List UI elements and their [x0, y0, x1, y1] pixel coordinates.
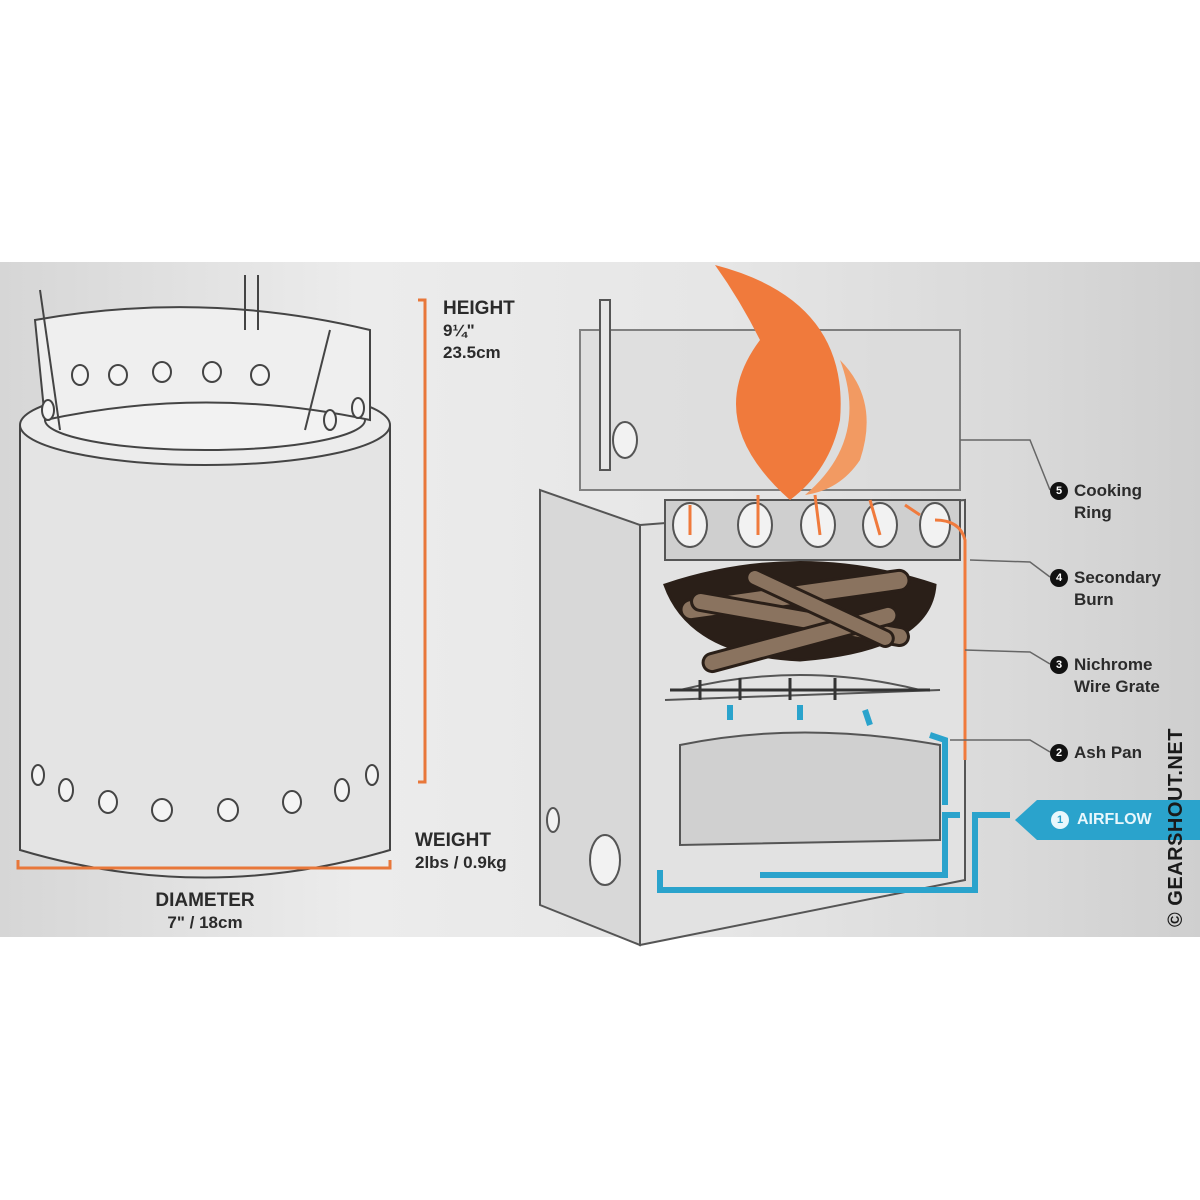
diameter-value: 7" / 18cm: [167, 913, 243, 932]
callout-number: 3: [1050, 656, 1068, 674]
callout-text: Cooking: [1074, 481, 1142, 500]
height-title: HEIGHT: [443, 298, 515, 319]
callout-leaders: [950, 439, 1051, 753]
airflow-text: AIRFLOW: [1077, 811, 1152, 828]
wire-grate: [670, 678, 930, 700]
diameter-title: DIAMETER: [155, 890, 255, 911]
diameter-label: DIAMETER 7" / 18cm: [140, 890, 270, 934]
weight-title: WEIGHT: [415, 830, 491, 851]
weight-label: WEIGHT 2lbs / 0.9kg: [415, 830, 507, 874]
callout-text: Ash Pan: [1074, 743, 1143, 762]
weight-value: 2lbs / 0.9kg: [415, 853, 507, 872]
callout-number: 4: [1050, 569, 1068, 587]
callout-number: 5: [1050, 482, 1068, 500]
callout-ash-pan: 2 Ash Pan: [1050, 742, 1142, 764]
callout-number: 2: [1050, 744, 1068, 762]
flame: [715, 265, 867, 500]
stove-exterior-illustration: [19, 275, 391, 879]
callout-text: Burn: [1074, 590, 1114, 609]
hot-air-arrows: [688, 494, 967, 760]
callout-text: Secondary: [1074, 568, 1161, 587]
airflow-path: [657, 705, 1010, 893]
callout-text: Wire Grate: [1074, 677, 1160, 696]
airflow-arrow-label: 1 AIRFLOW: [1015, 800, 1200, 840]
height-label: HEIGHT 9¼" 23.5cm: [443, 298, 515, 364]
firewood-logs: [663, 561, 937, 674]
callout-number: 1: [1051, 811, 1069, 829]
copyright-watermark: © GEARSHOUT.NET: [1165, 728, 1187, 927]
height-metric: 23.5cm: [443, 343, 501, 362]
dimension-lines: [16, 298, 427, 870]
callout-text: Nichrome: [1074, 655, 1153, 674]
callout-text: Ring: [1074, 503, 1112, 522]
height-imperial: 9¼": [443, 321, 475, 340]
